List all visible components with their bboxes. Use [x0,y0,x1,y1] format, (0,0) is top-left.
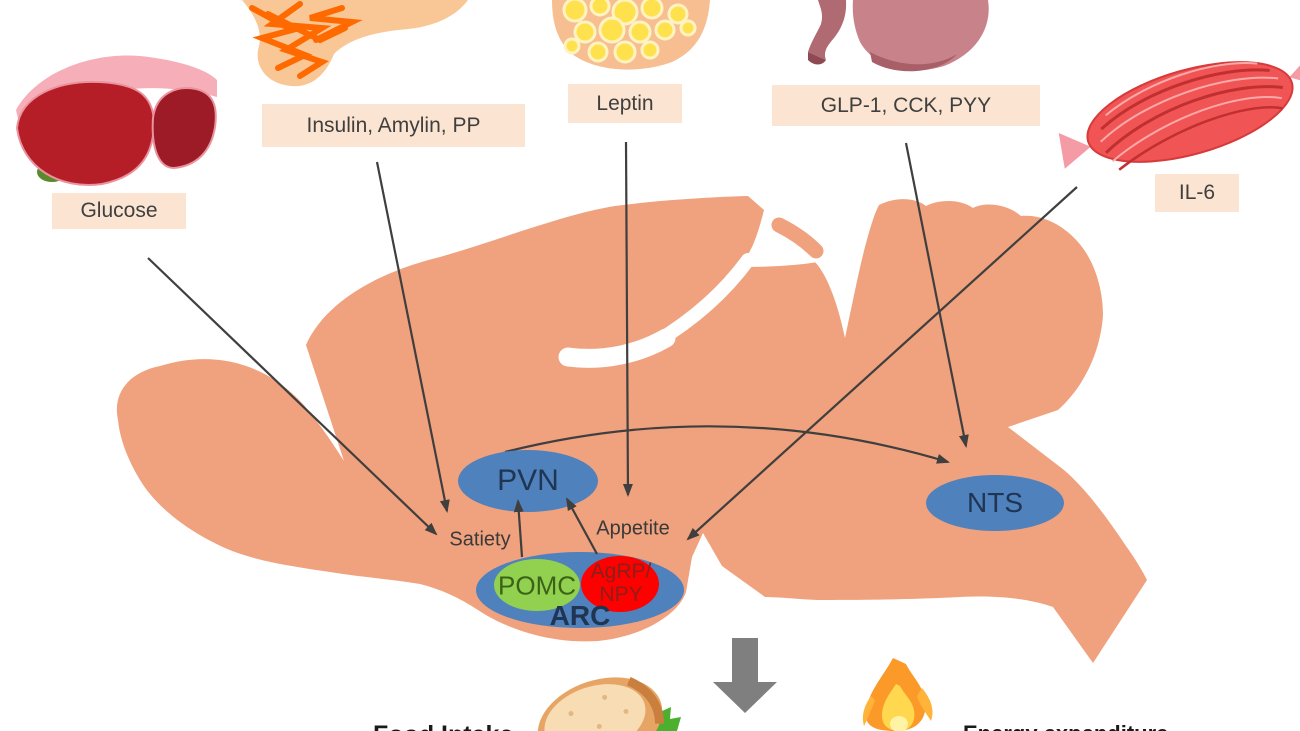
gut-hormones-label: GLP-1, CCK, PYY [772,85,1040,126]
gut-hormones-label-text: GLP-1, CCK, PYY [820,93,992,117]
brain-fissure [558,252,823,368]
pomc-label: POMC [498,570,576,601]
energy-expenditure-label: Energy expenditure [963,721,1168,731]
pomc-ellipse [494,559,580,611]
appetite-annotation: Appetite [596,517,670,540]
glucose-arrow [147,257,438,536]
il6-label-text: IL-6 [1178,181,1216,204]
leptin-label: Leptin [568,84,682,123]
insulin-arrow [375,161,450,513]
nts-ellipse [926,475,1064,531]
agrp-ellipse [581,556,659,612]
glucose-label: Glucose [52,193,186,229]
pancreas-icon [242,0,468,87]
pancreas-hormones-label: Insulin, Amylin, PP [262,104,525,147]
adipose-tissue-icon [552,0,710,70]
arc-label: ARC [549,600,611,631]
stomach-icon [808,0,989,72]
leptin-label-text: Leptin [596,91,654,115]
agrp-label-line2: NPY [599,583,643,606]
down-arrow-icon [713,638,777,713]
glucose-label-text: Glucose [80,199,158,222]
sandwich-icon [537,676,681,731]
il6-label: IL-6 [1155,174,1239,212]
pomc-to-pvn-arrow [513,499,524,558]
glp1-arrow [904,142,969,448]
pvn-to-nts-arrow [504,425,950,464]
agrp-label-line1: AgRP/ [590,560,652,583]
il6-arrow [686,186,1078,541]
pvn-ellipse [458,450,598,512]
muscle-icon [1058,51,1300,171]
nts-label: NTS [967,487,1023,518]
satiety-annotation: Satiety [449,528,511,551]
agrp-to-pvn-arrow [566,497,598,555]
food-intake-label: Food Intake [373,721,513,731]
brain-lobe-finger [771,217,824,259]
liver-icon [15,55,217,186]
pvn-label: PVN [497,464,559,497]
agrp-npy-label: AgRP/ NPY [591,560,652,606]
leptin-arrow [622,141,633,497]
flame-icon [862,658,933,731]
pancreas-hormones-label-text: Insulin, Amylin, PP [306,113,481,137]
